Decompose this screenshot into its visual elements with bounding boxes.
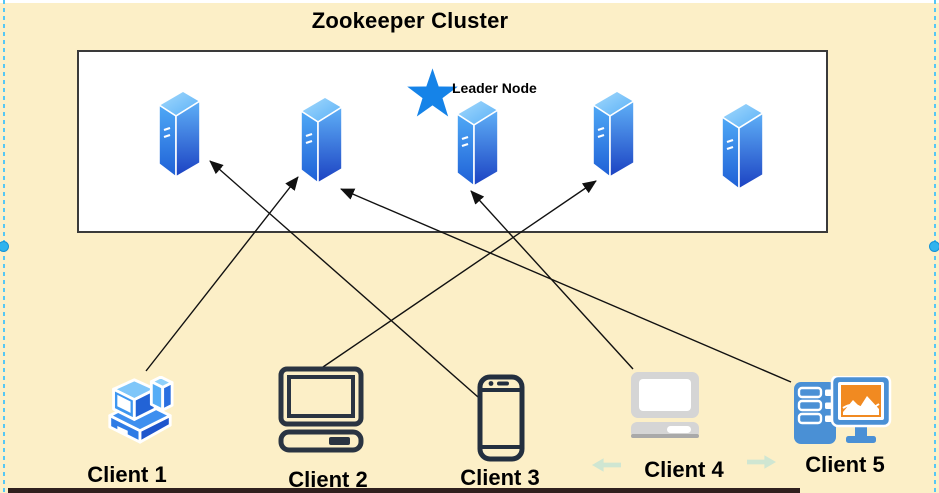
server-node-3-leader[interactable] xyxy=(453,97,501,189)
pale-left-arrow-icon xyxy=(592,458,621,472)
server-node-2[interactable] xyxy=(297,94,345,186)
server-node-1[interactable] xyxy=(155,88,203,180)
client1-appliance-3d-icon[interactable] xyxy=(104,376,176,444)
client4-label: Client 4 xyxy=(644,457,724,482)
leader-star-icon[interactable] xyxy=(404,66,461,121)
client1-label: Client 1 xyxy=(87,462,167,487)
page-bottom-edge xyxy=(8,488,800,493)
client3-label: Client 3 xyxy=(460,465,540,490)
client2-desktop-computer-icon[interactable] xyxy=(278,366,364,454)
diagram-title: Zookeeper Cluster xyxy=(311,8,509,33)
client4-grey-computer-icon[interactable] xyxy=(629,370,701,440)
client5-workstation-chart-icon[interactable] xyxy=(792,376,892,448)
server-node-4[interactable] xyxy=(589,88,637,180)
leader-node-label: Leader Node xyxy=(452,80,537,96)
page-top-edge xyxy=(0,0,939,3)
client2-label: Client 2 xyxy=(288,467,368,492)
resize-handle-right[interactable] xyxy=(929,241,939,252)
resize-handle-left[interactable] xyxy=(0,241,9,252)
pale-right-arrow-icon xyxy=(747,455,776,469)
server-node-5[interactable] xyxy=(718,100,766,192)
client5-label: Client 5 xyxy=(805,452,885,477)
client3-smartphone-icon[interactable] xyxy=(477,374,525,462)
